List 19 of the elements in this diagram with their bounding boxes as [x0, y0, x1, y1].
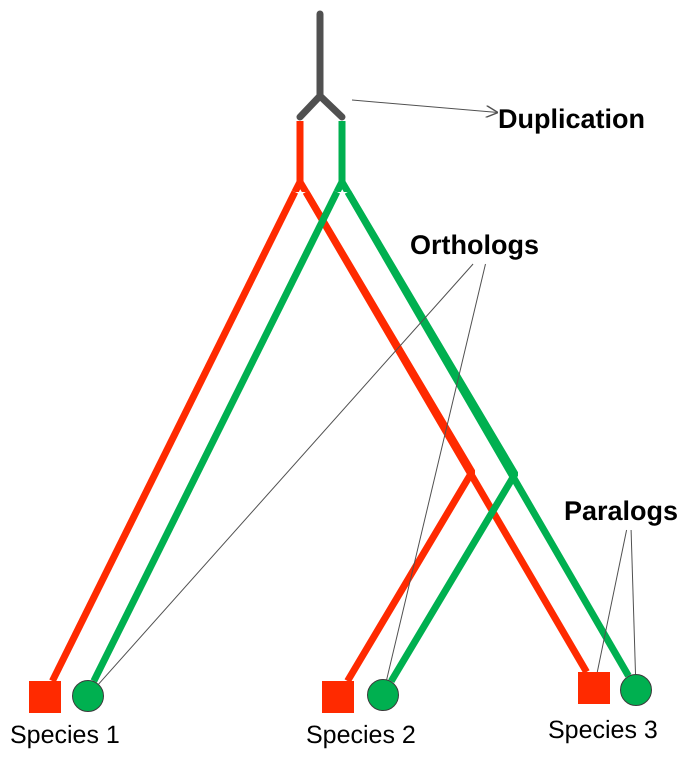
duplication-fork [290, 8, 352, 192]
leader-line [596, 530, 628, 672]
leader-line [630, 530, 636, 674]
leader-line [386, 264, 486, 680]
branch-line [90, 190, 340, 683]
branch-line [49, 190, 298, 683]
gene-square [578, 672, 610, 704]
gene-square [322, 681, 354, 713]
species-label: Species 3 [548, 718, 658, 743]
callout-label: Orthologs [410, 232, 540, 258]
gene-square [29, 681, 61, 713]
leader-line [98, 264, 474, 685]
callout-label: Paralogs [564, 498, 680, 524]
species-label: Species 1 [10, 723, 120, 748]
branch-line [344, 190, 632, 678]
species-label: Species 2 [306, 723, 416, 748]
leader-line [352, 100, 499, 118]
branch-line [302, 190, 590, 674]
callout-label: Duplication [498, 106, 646, 132]
